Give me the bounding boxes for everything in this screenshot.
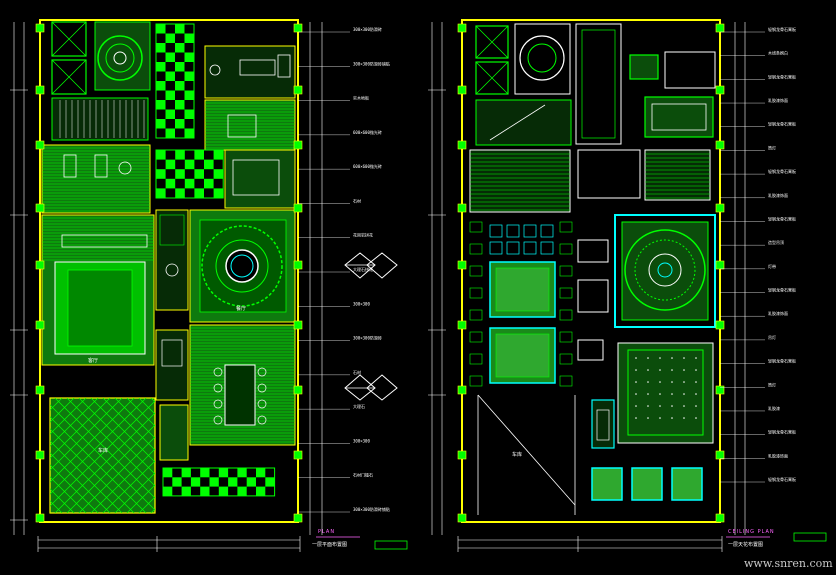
callout-label: 造型吊顶	[768, 239, 784, 245]
callout-label: 乳胶漆饰面	[768, 452, 788, 458]
entry-medallion	[94, 21, 151, 91]
ceiling-grid-left	[469, 221, 573, 387]
ceiling-plan: 车库 CEILING PLAN 一层天花布置图	[428, 19, 827, 552]
bedroom-right	[224, 149, 296, 209]
callout-label: 轻钢龙骨石膏板	[768, 26, 796, 32]
bottom-checker	[162, 467, 276, 497]
ceiling-garage: 车库	[477, 394, 576, 515]
ceiling-dome-top	[514, 23, 571, 95]
section-symbol-1	[344, 252, 398, 279]
callout-label: 乳胶漆饰面	[768, 97, 788, 103]
callout-label: 实木地板	[353, 95, 369, 101]
callout-label: 木线条刷白	[768, 50, 788, 56]
callout-label: 乳胶漆饰面	[768, 192, 788, 198]
callout-label: 石材	[353, 197, 361, 203]
checker-floor-2	[155, 149, 224, 199]
room-label-living: 客厅	[88, 357, 98, 364]
callout-label: 300×300防滑砖	[353, 335, 382, 341]
bedroom-upper	[204, 99, 296, 151]
dimension-lines-right	[428, 22, 746, 552]
family-room	[189, 324, 296, 446]
floor-plan: 客厅 餐厅	[10, 19, 408, 552]
callout-label: 300×300防滑砖铺贴	[353, 60, 390, 66]
callout-label: 轻钢龙骨石膏板	[768, 73, 796, 79]
ceiling-outer-wall	[461, 19, 721, 523]
room-label-garage: 车库	[98, 447, 108, 454]
callout-label: 轻钢龙骨石膏板	[768, 168, 796, 174]
callout-label: 花岗岩拼花	[353, 232, 373, 238]
callout-label: 大理石	[353, 403, 365, 409]
callout-label: 轻钢龙骨石膏板	[768, 121, 796, 127]
ceiling-middle-rooms	[577, 239, 609, 361]
callout-label: 轻钢龙骨石膏板	[768, 358, 796, 364]
center-corridor	[155, 209, 189, 311]
ceiling-striped	[469, 149, 711, 213]
dimension-lines-left	[10, 22, 323, 552]
callout-label: 大理石拼花	[353, 266, 373, 272]
ceiling-bottom-tiles	[591, 467, 703, 501]
callout-label: 乳胶漆饰面	[768, 310, 788, 316]
ceiling-lower-right	[617, 342, 714, 444]
left-plan-title: PLAN	[318, 529, 335, 535]
ceiling-elevators	[475, 25, 509, 95]
staircase	[51, 97, 149, 141]
callout-label: 600×600抛光砖	[353, 163, 382, 169]
bathroom-top	[204, 45, 296, 99]
ceiling-dome-main	[614, 214, 716, 328]
callout-label: 轻钢龙骨石膏板	[768, 476, 796, 482]
kitchen	[155, 329, 189, 461]
callout-label: 300×300防滑砖	[353, 26, 382, 32]
right-callouts: 轻钢龙骨石膏板木线条刷白轻钢龙骨石膏板乳胶漆饰面轻钢龙骨石膏板筒灯轻钢龙骨石膏板…	[720, 26, 796, 483]
outer-wall	[39, 19, 299, 523]
ceiling-textured-panels	[489, 261, 556, 384]
columns-left	[35, 23, 303, 523]
checker-corridor	[155, 23, 195, 139]
ceiling-long-panel	[575, 23, 622, 145]
callout-label: 石材门槛石	[353, 472, 373, 478]
callout-label: 灯带	[768, 263, 776, 269]
ceiling-stairs	[475, 99, 572, 146]
room-label-dining: 餐厅	[236, 305, 246, 312]
callout-label: 吊灯	[768, 334, 776, 340]
ceiling-narrow	[591, 399, 615, 449]
callout-label: 石材	[353, 369, 361, 375]
callout-label: 乳胶漆	[768, 405, 780, 411]
callout-label: 600×600抛光砖	[353, 129, 382, 135]
dining-room: 餐厅	[189, 209, 296, 323]
left-scale-tag	[374, 540, 408, 550]
right-plan-subtitle: 一层天花布置图	[728, 541, 763, 548]
callout-label: 轻钢龙骨石膏板	[768, 287, 796, 293]
garage: 车库	[49, 397, 156, 514]
left-plan-subtitle: 一层平面布置图	[312, 541, 347, 548]
ceiling-right-boxes	[629, 51, 716, 138]
elevator-shafts	[51, 21, 87, 95]
callout-label: 300×300	[353, 301, 370, 306]
columns-right	[457, 23, 725, 523]
callout-label: 筒灯	[768, 144, 776, 150]
callout-label: 轻钢龙骨石膏板	[768, 429, 796, 435]
watermark: www.snren.com	[744, 557, 833, 570]
section-symbol-2	[344, 374, 398, 401]
callout-label: 筒灯	[768, 381, 776, 387]
callout-label: 300×300防滑砖铺贴	[353, 506, 390, 512]
callout-label: 300×300	[353, 438, 370, 443]
callout-label: 轻钢龙骨石膏板	[768, 215, 796, 221]
right-plan-title: CEILING PLAN	[728, 529, 775, 535]
studio-room	[41, 144, 151, 214]
living-room: 客厅	[41, 214, 155, 366]
right-scale-tag	[793, 532, 827, 542]
ceiling-label-garage: 车库	[512, 451, 522, 458]
